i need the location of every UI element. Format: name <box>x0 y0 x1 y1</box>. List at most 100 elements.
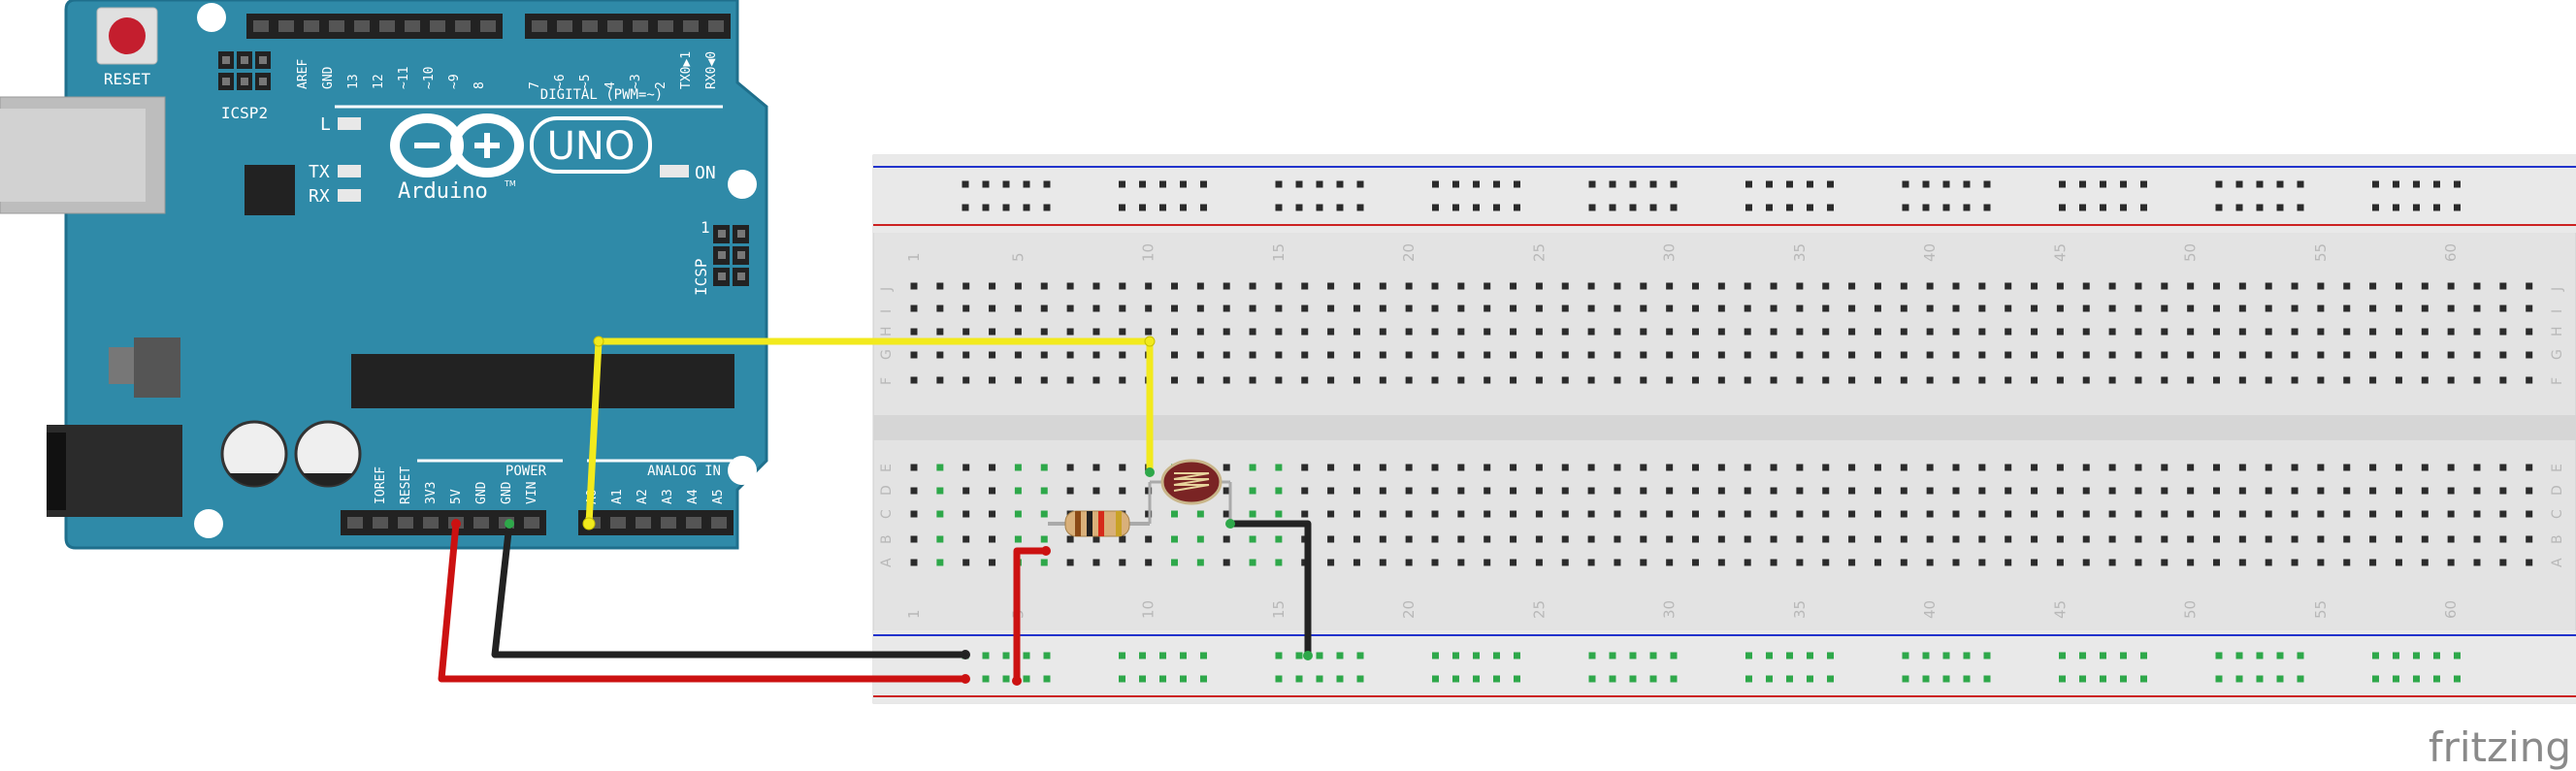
rail-hole[interactable] <box>1432 675 1439 683</box>
rail-hole[interactable] <box>1649 652 1657 659</box>
breadboard-hole[interactable] <box>1171 328 1178 336</box>
breadboard-hole[interactable] <box>2082 376 2090 384</box>
breadboard-hole[interactable] <box>2447 305 2455 312</box>
rail-hole[interactable] <box>2297 675 2304 683</box>
breadboard-hole[interactable] <box>910 464 918 471</box>
breadboard-hole[interactable] <box>1770 351 1777 359</box>
breadboard-hole[interactable] <box>2291 464 2299 471</box>
breadboard-hole[interactable] <box>2213 282 2220 290</box>
breadboard-hole[interactable] <box>2056 487 2064 495</box>
breadboard-hole[interactable] <box>1535 328 1543 336</box>
rail-hole[interactable] <box>1922 204 1930 211</box>
rail-hole[interactable] <box>1002 652 1010 659</box>
breadboard-hole[interactable] <box>1692 510 1699 518</box>
rail-hole[interactable] <box>1745 652 1752 659</box>
rail-hole[interactable] <box>982 204 990 211</box>
breadboard-hole[interactable] <box>1770 305 1777 312</box>
breadboard-hole[interactable] <box>1510 535 1517 543</box>
analog-header-pin[interactable] <box>636 517 651 529</box>
breadboard-hole[interactable] <box>1249 351 1256 359</box>
breadboard-hole[interactable] <box>1666 559 1674 566</box>
breadboard-hole[interactable] <box>2005 376 2012 384</box>
breadboard-hole[interactable] <box>2291 559 2299 566</box>
rail-hole[interactable] <box>2059 180 2066 188</box>
digital-header-pin[interactable] <box>304 20 319 32</box>
breadboard-hole[interactable] <box>1249 487 1256 495</box>
rail-hole[interactable] <box>982 675 990 683</box>
breadboard-hole[interactable] <box>1952 559 1960 566</box>
breadboard-hole[interactable] <box>2238 351 2246 359</box>
rail-hole[interactable] <box>1356 652 1364 659</box>
breadboard-hole[interactable] <box>1614 535 1621 543</box>
breadboard-hole[interactable] <box>2343 535 2351 543</box>
breadboard-hole[interactable] <box>1848 328 1856 336</box>
breadboard-hole[interactable] <box>1119 559 1126 566</box>
breadboard-hole[interactable] <box>1014 328 1022 336</box>
rail-hole[interactable] <box>1356 180 1364 188</box>
breadboard-hole[interactable] <box>989 559 996 566</box>
breadboard-hole[interactable] <box>1196 305 1204 312</box>
rail-hole[interactable] <box>2120 180 2127 188</box>
rail-hole[interactable] <box>2433 204 2440 211</box>
breadboard-hole[interactable] <box>1431 510 1439 518</box>
breadboard-hole[interactable] <box>1040 376 1048 384</box>
breadboard-hole[interactable] <box>1926 535 1934 543</box>
breadboard-hole[interactable] <box>1666 464 1674 471</box>
breadboard-hole[interactable] <box>2421 559 2429 566</box>
breadboard-hole[interactable] <box>1796 376 1804 384</box>
breadboard-hole[interactable] <box>1014 351 1022 359</box>
breadboard-hole[interactable] <box>1535 535 1543 543</box>
breadboard-hole[interactable] <box>1822 282 1830 290</box>
breadboard-hole[interactable] <box>2005 351 2012 359</box>
breadboard-hole[interactable] <box>1717 464 1725 471</box>
digital-header-pin[interactable] <box>354 20 370 32</box>
breadboard-hole[interactable] <box>1092 282 1100 290</box>
breadboard-hole[interactable] <box>1431 328 1439 336</box>
breadboard-hole[interactable] <box>1040 510 1048 518</box>
breadboard-hole[interactable] <box>1561 328 1569 336</box>
breadboard-hole[interactable] <box>2526 282 2533 290</box>
breadboard-hole[interactable] <box>1952 282 1960 290</box>
breadboard-hole[interactable] <box>2343 305 2351 312</box>
rail-hole[interactable] <box>1902 180 1909 188</box>
breadboard-hole[interactable] <box>936 282 944 290</box>
breadboard-hole[interactable] <box>1484 282 1491 290</box>
breadboard-hole[interactable] <box>1066 282 1074 290</box>
breadboard-hole[interactable] <box>1561 487 1569 495</box>
breadboard-hole[interactable] <box>1510 559 1517 566</box>
breadboard-hole[interactable] <box>1171 376 1178 384</box>
breadboard-hole[interactable] <box>1640 328 1647 336</box>
rail-hole[interactable] <box>1180 652 1187 659</box>
breadboard-hole[interactable] <box>1874 487 1881 495</box>
breadboard-hole[interactable] <box>1640 351 1647 359</box>
rail-hole[interactable] <box>2372 652 2379 659</box>
breadboard-hole[interactable] <box>2395 559 2402 566</box>
rail-hole[interactable] <box>1588 180 1596 188</box>
breadboard-hole[interactable] <box>1066 464 1074 471</box>
breadboard-hole[interactable] <box>2213 376 2220 384</box>
rail-hole[interactable] <box>1493 675 1500 683</box>
breadboard-hole[interactable] <box>1744 464 1751 471</box>
rail-hole[interactable] <box>2297 180 2304 188</box>
rail-hole[interactable] <box>1316 204 1323 211</box>
rail-hole[interactable] <box>1609 652 1616 659</box>
breadboard-hole[interactable] <box>2499 351 2507 359</box>
digital-header-pin[interactable] <box>455 20 471 32</box>
breadboard-hole[interactable] <box>1457 535 1465 543</box>
breadboard-hole[interactable] <box>1561 464 1569 471</box>
breadboard-hole[interactable] <box>1510 464 1517 471</box>
power-header-pin[interactable] <box>473 517 489 529</box>
breadboard-hole[interactable] <box>2161 487 2168 495</box>
rail-hole[interactable] <box>1827 652 1834 659</box>
breadboard-hole[interactable] <box>1822 535 1830 543</box>
breadboard-hole[interactable] <box>1587 487 1595 495</box>
resistor[interactable] <box>1048 510 1150 537</box>
breadboard-hole[interactable] <box>1717 351 1725 359</box>
breadboard-hole[interactable] <box>2343 487 2351 495</box>
rail-hole[interactable] <box>2059 204 2066 211</box>
breadboard-hole[interactable] <box>2238 282 2246 290</box>
rail-hole[interactable] <box>1356 675 1364 683</box>
rail-hole[interactable] <box>1275 180 1283 188</box>
power-header-pin[interactable] <box>373 517 388 529</box>
breadboard-hole[interactable] <box>1457 351 1465 359</box>
